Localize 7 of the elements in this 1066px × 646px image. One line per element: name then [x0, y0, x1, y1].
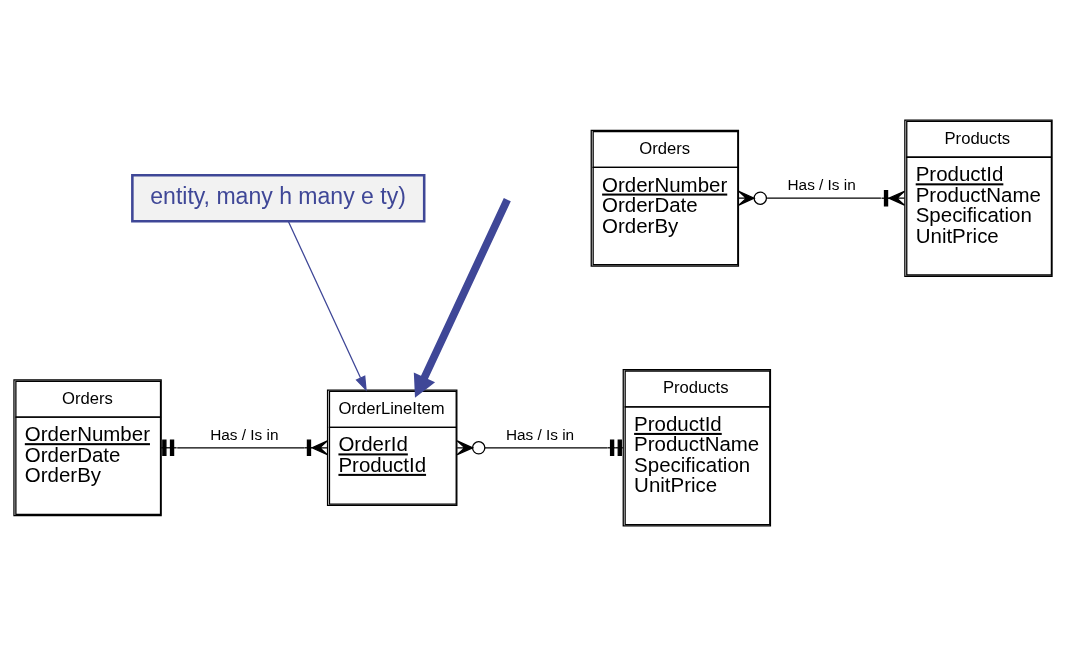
edge-label: Has / Is in — [210, 425, 279, 443]
arrow — [287, 220, 367, 392]
connector — [738, 189, 906, 207]
arrow — [413, 198, 511, 398]
node-box: entity, many h many e ty) — [131, 173, 426, 223]
edge-label: Has / Is in — [787, 176, 856, 194]
edge-label: Has / Is in — [505, 425, 575, 443]
